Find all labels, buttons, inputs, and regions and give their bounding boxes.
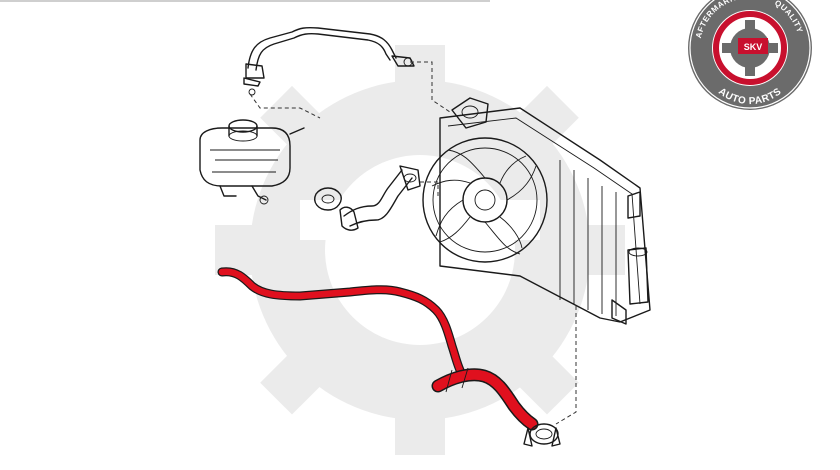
lower-coolant-hose-highlighted [217,267,539,431]
leader-lines [249,61,577,425]
expansion-tank [199,119,305,205]
hose-clamp [523,423,561,447]
logo-brand-text: SKV [744,42,763,52]
watermark-gear [215,45,625,455]
radiator-fan-assembly [422,97,651,325]
upper-radiator-hose [314,165,421,231]
skv-logo: SKV AFTERMARKET QUALITY AUTO PARTS [688,0,812,110]
